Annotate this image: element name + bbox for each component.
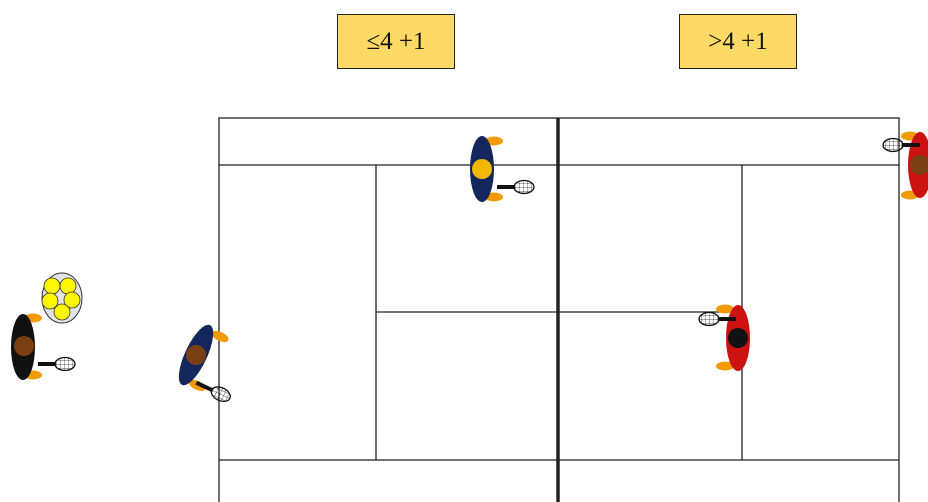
coach-player-icon <box>11 273 82 380</box>
ball-icon <box>54 304 70 320</box>
ball-icon <box>44 278 60 294</box>
red-player-net-icon <box>699 305 750 372</box>
ball-basket-icon <box>42 273 82 323</box>
blue-player-net-icon <box>470 136 534 202</box>
blue-player-baseline-icon <box>172 320 254 405</box>
ball-icon <box>60 278 76 294</box>
tennis-court <box>219 118 899 502</box>
